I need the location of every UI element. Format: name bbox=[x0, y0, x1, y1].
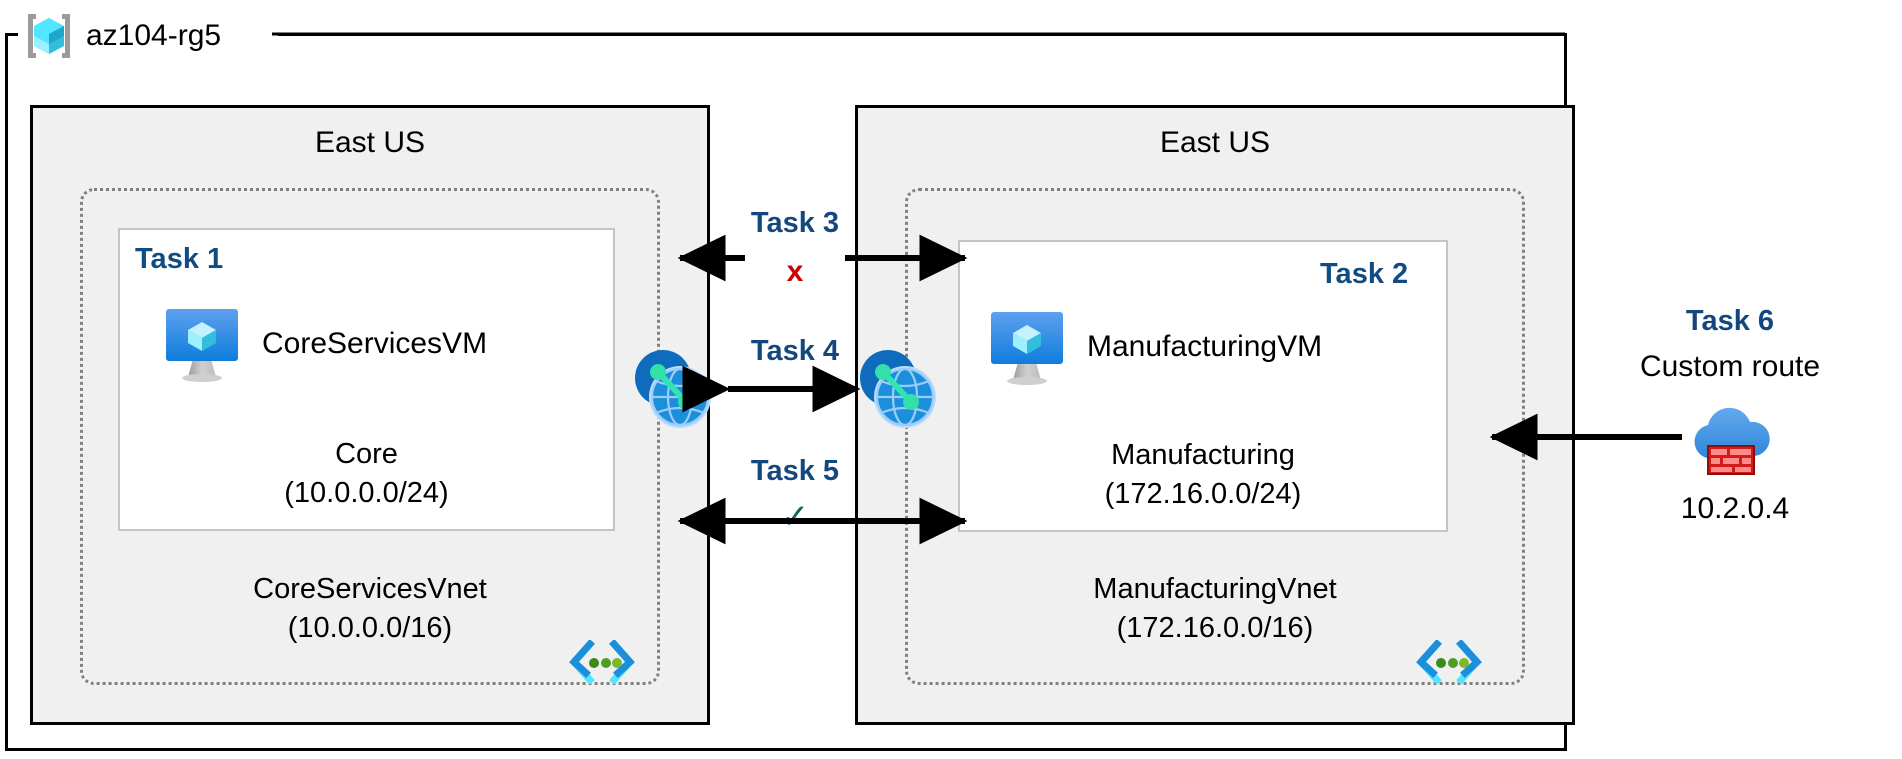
firewall-cloud-icon bbox=[1683, 400, 1779, 480]
task-6-ip-address: 10.2.0.4 bbox=[1680, 492, 1790, 525]
region-label-left: East US bbox=[314, 126, 426, 159]
vnet-peering-icon-left bbox=[630, 345, 716, 431]
subnet-name-core: Core (10.0.0.0/24) bbox=[118, 435, 615, 512]
task-tag-1: Task 1 bbox=[135, 243, 224, 275]
task-label-4: Task 4 bbox=[750, 335, 840, 367]
resource-group-cube-icon bbox=[22, 10, 76, 62]
task-label-3: Task 3 bbox=[750, 207, 840, 239]
task-3-cross-mark: x bbox=[786, 255, 804, 288]
vnet-cidr-coreservices: (10.0.0.0/16) bbox=[287, 611, 453, 644]
subnet-code-brackets-icon-right bbox=[1415, 639, 1483, 685]
vnet-box-coreservices bbox=[80, 188, 660, 685]
virtual-machine-icon bbox=[985, 308, 1069, 386]
vnet-label-manufacturing: ManufacturingVnet (172.16.0.0/16) bbox=[905, 570, 1525, 647]
subnet-cidr-core-text: (10.0.0.0/24) bbox=[284, 476, 449, 509]
task-label-6: Task 6 bbox=[1685, 305, 1775, 337]
subnet-cidr-manufacturing-text: (172.16.0.0/24) bbox=[1104, 477, 1302, 510]
virtual-machine-icon bbox=[160, 305, 244, 383]
vm-name-manufacturing: ManufacturingVM bbox=[1087, 330, 1323, 363]
vnet-cidr-manufacturing: (172.16.0.0/16) bbox=[1116, 611, 1314, 644]
subnet-name-core-text: Core bbox=[335, 438, 398, 470]
vnet-name-manufacturing: ManufacturingVnet bbox=[1093, 573, 1337, 605]
vm-row-coreservices: CoreServicesVM bbox=[160, 305, 487, 383]
vnet-name-coreservices: CoreServicesVnet bbox=[253, 573, 487, 605]
vnet-peering-icon-right bbox=[855, 345, 941, 431]
subnet-name-manufacturing: Manufacturing (172.16.0.0/24) bbox=[958, 436, 1448, 513]
subnet-code-brackets-icon-left bbox=[568, 639, 636, 685]
vm-row-manufacturing: ManufacturingVM bbox=[985, 308, 1322, 386]
task-5-check-mark: ✓ bbox=[780, 498, 810, 536]
vm-name-coreservices: CoreServicesVM bbox=[262, 327, 488, 360]
subnet-box-manufacturing bbox=[958, 240, 1448, 532]
task-label-5: Task 5 bbox=[750, 455, 840, 487]
task-tag-2: Task 2 bbox=[1320, 258, 1409, 290]
region-label-right: East US bbox=[1159, 126, 1271, 159]
resource-group-title: az104-rg5 bbox=[22, 10, 221, 62]
subnet-name-manufacturing-text: Manufacturing bbox=[1111, 439, 1295, 471]
task-6-subtitle: Custom route bbox=[1639, 350, 1821, 383]
vnet-label-coreservices: CoreServicesVnet (10.0.0.0/16) bbox=[80, 570, 660, 647]
resource-group-name: az104-rg5 bbox=[86, 19, 222, 52]
